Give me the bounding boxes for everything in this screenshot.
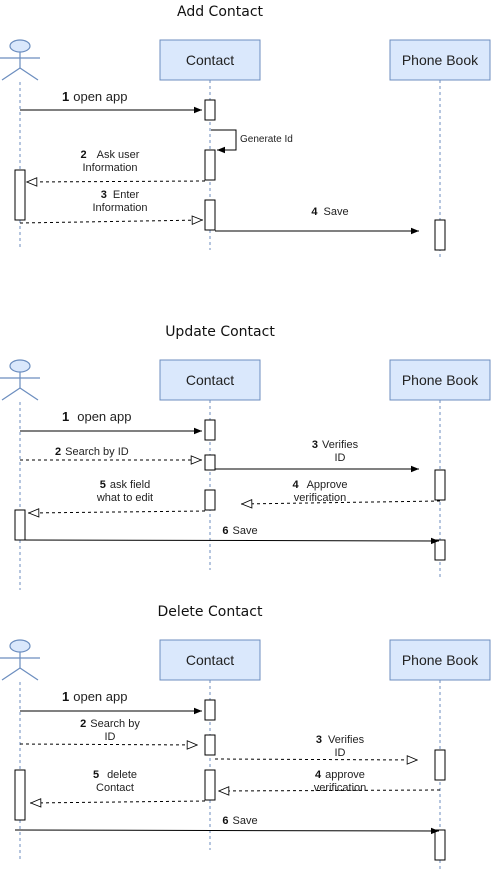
activation	[14, 169, 26, 221]
participant-phonebook	[389, 639, 491, 681]
diagram-title: Delete Contact	[158, 604, 263, 620]
diagram-title: Add Contact	[177, 4, 264, 20]
self-message-label: Generate Id	[240, 134, 293, 145]
activation	[434, 829, 446, 861]
activation	[204, 419, 216, 441]
message-arrow	[28, 511, 206, 513]
message-arrow	[214, 759, 418, 760]
message-label: verification	[294, 492, 347, 504]
participant-phonebook	[389, 39, 491, 81]
message-label: Information	[82, 162, 137, 174]
activation	[204, 734, 216, 756]
message-arrow	[14, 827, 440, 835]
self-message-arrow	[211, 129, 237, 154]
message-label: ID	[335, 452, 346, 464]
actor-user	[0, 39, 40, 81]
participant-contact	[159, 359, 261, 401]
participant-phonebook-label: Phone Book	[402, 52, 479, 68]
message-label: ID	[105, 731, 116, 743]
message-arrow	[19, 220, 203, 223]
participant-contact-label: Contact	[186, 372, 234, 388]
actor-user	[0, 359, 40, 401]
activation	[434, 749, 446, 781]
activation	[204, 699, 216, 721]
message-arrow	[218, 790, 441, 791]
participant-phonebook-label: Phone Book	[402, 652, 479, 668]
message-label: Information	[92, 202, 147, 214]
message-arrow	[19, 537, 440, 545]
activation	[434, 219, 446, 251]
message-label: Contact	[96, 782, 134, 794]
activation	[204, 769, 216, 801]
message-label: ID	[335, 747, 346, 759]
activation	[434, 469, 446, 501]
participant-phonebook-label: Phone Book	[402, 372, 479, 388]
message-label: verification	[314, 782, 367, 794]
participant-phonebook	[389, 359, 491, 401]
message-arrow	[30, 801, 206, 803]
activation	[434, 539, 446, 561]
activation	[14, 769, 26, 821]
diagram-title: Update Contact	[165, 324, 275, 340]
activation	[14, 509, 26, 541]
activation	[204, 99, 216, 121]
participant-contact	[159, 639, 261, 681]
activation	[204, 454, 216, 471]
actor-user	[0, 639, 40, 681]
message-label: what to edit	[96, 492, 153, 504]
activation	[204, 149, 216, 181]
activation	[204, 199, 216, 231]
participant-contact	[159, 39, 261, 81]
message-arrow	[26, 181, 206, 182]
participant-contact-label: Contact	[186, 652, 234, 668]
message-arrow	[19, 744, 198, 745]
participant-contact-label: Contact	[186, 52, 234, 68]
activation	[204, 489, 216, 511]
